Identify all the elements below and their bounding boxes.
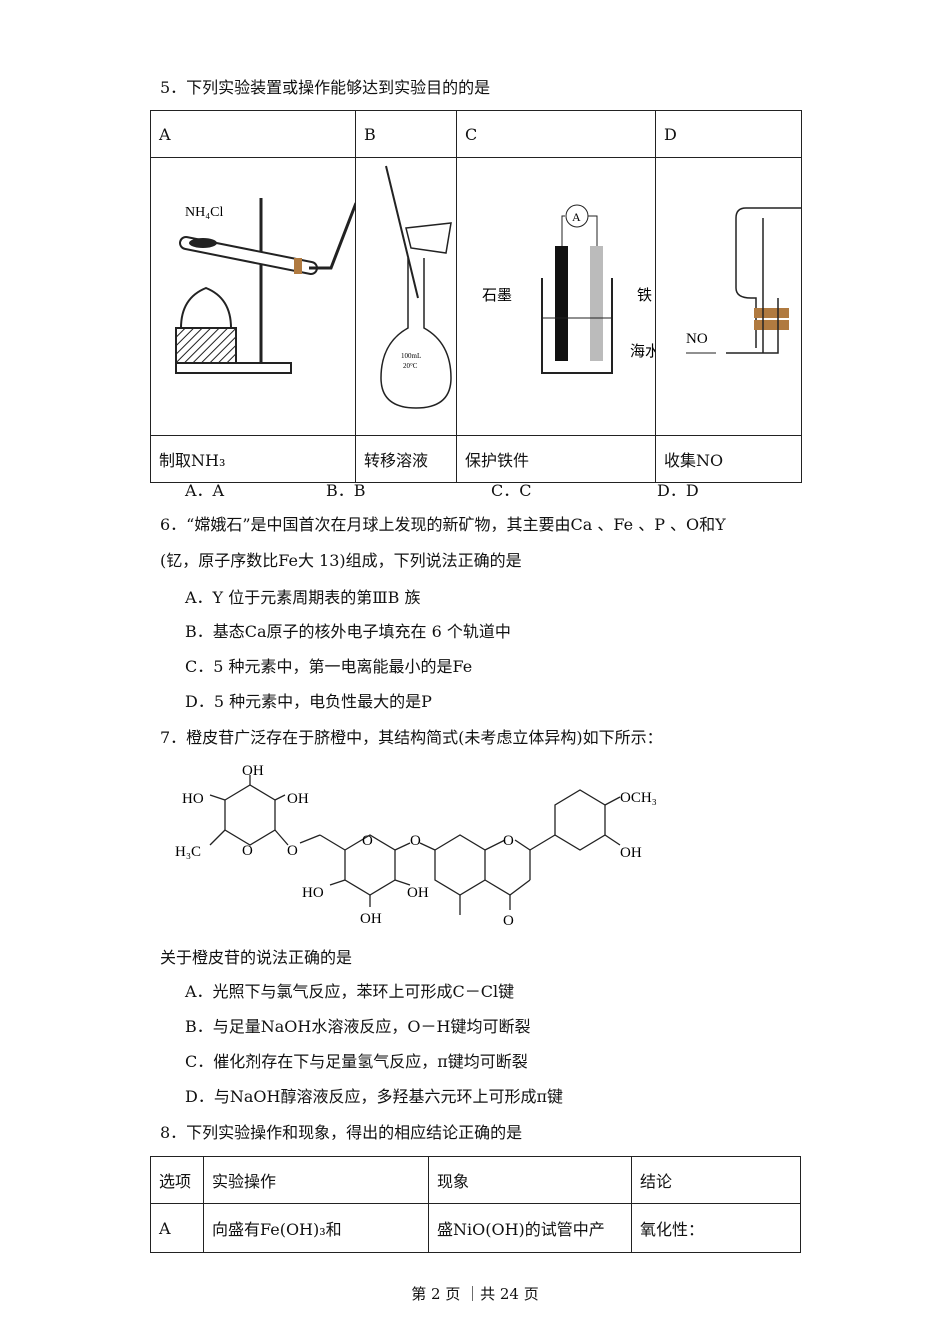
label-o-link1: O — [287, 843, 298, 859]
q7-sub-stem: 关于橙皮苷的说法正确的是 — [160, 948, 353, 967]
label-oh-bottom2: OH — [360, 911, 382, 927]
q5-header-c: C — [456, 110, 656, 158]
q8-cell: 盛NiO(OH)的试管中产 — [428, 1203, 632, 1253]
caption-d: 收集NO — [655, 435, 802, 483]
q7-stem: 7．橙皮苷广泛存在于脐橙中，其结构简式(未考虑立体异构)如下所示： — [160, 728, 663, 747]
q5-option-b: B．B — [326, 481, 366, 500]
label-o-keto: O — [503, 913, 514, 929]
q7-option-b: B．与足量NaOH水溶液反应，O－H键均可断裂 — [185, 1017, 531, 1036]
no-label: NO — [686, 331, 708, 347]
label-och3: OCH₃ — [620, 790, 657, 806]
q7-option-a: A．光照下与氯气反应，苯环上可形成C－Cl键 — [185, 982, 515, 1001]
ammeter-label: A — [572, 210, 581, 224]
q5-stem: 5．下列实验装置或操作能够达到实验目的的是 — [160, 78, 491, 97]
q5-option-d: D．D — [657, 481, 699, 500]
label-ho-bottom: HO — [302, 885, 324, 901]
flask-volume: 100mL — [401, 352, 421, 360]
label-o-ring3: O — [503, 833, 514, 849]
q8-header-operation: 实验操作 — [203, 1156, 429, 1204]
table-row: A 向盛有Fe(OH)₃和 盛NiO(OH)的试管中产 氧化性： — [150, 1203, 801, 1253]
q8-stem: 8．下列实验操作和现象，得出的相应结论正确的是 — [160, 1123, 523, 1142]
page-footer: 第 2 页 ｜共 24 页 — [411, 1285, 539, 1303]
q5-header-b: B — [355, 110, 457, 158]
q5-table: A B C D NH₄Cl 100mL 20°C A 石墨 铁 海水 NO 制取… — [150, 110, 802, 483]
label-oh-aryl: OH — [620, 845, 642, 861]
caption-c: 保护铁件 — [456, 435, 656, 483]
q8-table: 选项 实验操作 现象 结论 A 向盛有Fe(OH)₃和 盛NiO(OH)的试管中… — [150, 1156, 801, 1253]
q8-cell: 氧化性： — [631, 1203, 801, 1253]
q5-option-a: A．A — [185, 481, 225, 500]
label-h3c: H₃C — [175, 844, 201, 860]
label-oh-right: OH — [287, 791, 309, 807]
q8-cell: 向盛有Fe(OH)₃和 — [203, 1203, 429, 1253]
label-ho-left: HO — [182, 791, 204, 807]
figure-b: 100mL 20°C — [355, 157, 457, 436]
q7-option-c: C．催化剂存在下与足量氢气反应，π键均可断裂 — [185, 1052, 528, 1071]
label-nh4cl: NH₄Cl — [185, 205, 223, 220]
q6-option-c: C．5 种元素中，第一电离能最小的是Fe — [185, 657, 473, 676]
label-oh-top: OH — [242, 763, 264, 779]
q5-header-a: A — [150, 110, 356, 158]
q6-stem-line1: 6．“嫦娥石”是中国首次在月球上发现的新矿物，其主要由Ca 、Fe 、P 、O和… — [160, 515, 726, 534]
iron-label: 铁 — [637, 287, 652, 304]
q5-option-c: C．C — [491, 481, 532, 500]
caption-a: 制取NH₃ — [150, 435, 356, 483]
label-o-ring2: O — [362, 833, 373, 849]
q6-stem-line2: (钇，原子序数比Fe大 13)组成，下列说法正确的是 — [160, 551, 522, 570]
q6-option-d: D．5 种元素中，电负性最大的是P — [185, 692, 432, 711]
q8-header-option: 选项 — [150, 1156, 204, 1204]
seawater-label: 海水 — [630, 343, 655, 360]
q5-header-d: D — [655, 110, 802, 158]
label-oh-bottom1: OH — [407, 885, 429, 901]
flask-temp: 20°C — [403, 362, 418, 370]
q7-option-d: D．与NaOH醇溶液反应，多羟基六元环上可形成π键 — [185, 1087, 563, 1106]
q8-cell: A — [150, 1203, 204, 1253]
hesperidin-structure: OH HO OH H₃C O O O O HO OH OH O O OCH₃ O… — [175, 763, 657, 929]
q6-option-a: A．Y 位于元素周期表的第ⅢB 族 — [185, 588, 421, 607]
figure-c: A 石墨 铁 海水 — [456, 157, 660, 436]
label-o-link2: O — [410, 833, 421, 849]
figure-d: NO — [655, 157, 802, 436]
figure-a: NH₄Cl — [150, 157, 358, 436]
q6-option-b: B．基态Ca原子的核外电子填充在 6 个轨道中 — [185, 622, 511, 641]
label-o-ring1: O — [242, 843, 253, 859]
caption-b: 转移溶液 — [355, 435, 457, 483]
graphite-label: 石墨 — [482, 288, 512, 304]
q8-header-phenomenon: 现象 — [428, 1156, 632, 1204]
q8-header-conclusion: 结论 — [631, 1156, 801, 1204]
